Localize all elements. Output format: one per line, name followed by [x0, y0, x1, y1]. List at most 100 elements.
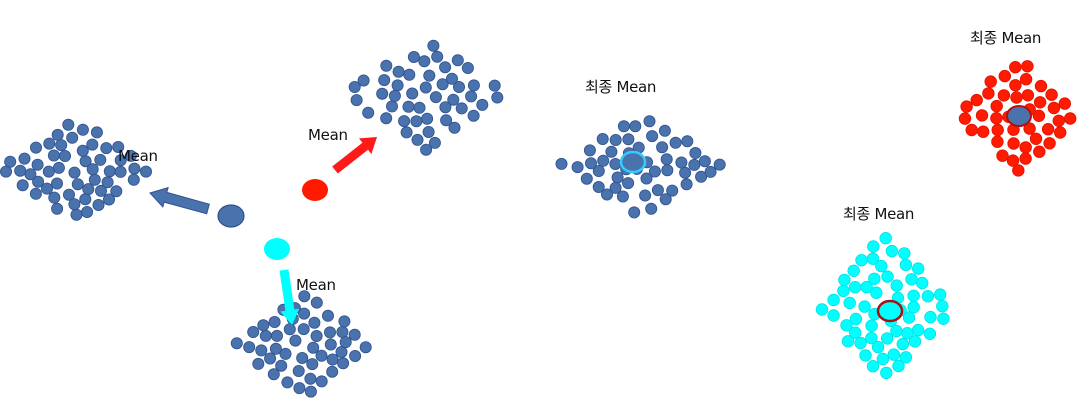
data-point [419, 81, 432, 94]
data-point [1029, 132, 1043, 146]
data-point [59, 149, 72, 162]
data-point [14, 164, 27, 177]
data-point [42, 165, 55, 178]
data-point [410, 115, 423, 128]
data-point [51, 202, 64, 215]
data-point [982, 87, 995, 100]
data-point [923, 327, 937, 341]
data-point [402, 100, 415, 113]
data-point [321, 309, 334, 322]
data-point [907, 300, 920, 314]
data-point [648, 165, 661, 178]
data-point [315, 349, 328, 362]
data-point [306, 358, 319, 371]
data-point [400, 126, 413, 139]
data-point [580, 172, 593, 185]
data-point [827, 309, 840, 322]
data-point [645, 202, 658, 215]
arrow-to-top-cluster [332, 137, 377, 174]
data-point [110, 185, 123, 198]
data-point [68, 198, 81, 211]
data-point [488, 79, 501, 92]
data-point [605, 145, 618, 158]
data-point [296, 351, 309, 364]
data-point [622, 133, 635, 146]
data-point [461, 62, 474, 75]
data-point [990, 111, 1003, 125]
data-point [879, 231, 892, 245]
mean-label-top: Mean [308, 126, 348, 144]
data-point [281, 376, 294, 389]
data-point [376, 87, 389, 100]
data-point [81, 205, 94, 218]
data-point [984, 75, 997, 88]
data-point [440, 114, 453, 127]
data-point [876, 352, 890, 366]
data-point [688, 158, 701, 171]
data-point [866, 360, 880, 373]
data-point [308, 316, 321, 329]
data-point [890, 279, 903, 292]
data-point [902, 311, 916, 324]
data-point [247, 325, 260, 338]
data-point [279, 347, 292, 360]
data-point [996, 149, 1009, 162]
cluster-top [348, 39, 504, 156]
data-point [283, 323, 296, 336]
data-point [380, 59, 393, 72]
data-point [76, 144, 89, 157]
data-point [658, 124, 671, 137]
data-point [592, 164, 605, 177]
data-point [583, 144, 596, 157]
data-point [86, 138, 99, 151]
data-point [47, 149, 60, 162]
data-point [622, 177, 635, 190]
data-point [865, 319, 878, 332]
data-point [998, 69, 1012, 83]
data-point [418, 55, 431, 68]
data-point [975, 109, 989, 122]
data-point [887, 348, 901, 361]
data-point [422, 126, 435, 139]
data-point [391, 79, 404, 92]
data-point [403, 68, 416, 81]
data-point [29, 141, 42, 154]
data-point [1023, 122, 1036, 135]
data-point [849, 312, 863, 326]
data-point [252, 357, 265, 370]
data-point [896, 337, 910, 351]
data-point [436, 78, 449, 91]
mean-markers [217, 105, 1032, 323]
data-point [467, 79, 480, 92]
data-point [880, 366, 893, 380]
data-point [892, 359, 905, 373]
data-point [127, 173, 140, 186]
data-point [467, 109, 480, 122]
data-point [1043, 137, 1056, 150]
final-mean-red [1006, 105, 1032, 127]
data-point [338, 315, 351, 328]
data-point [815, 303, 829, 316]
data-point [679, 166, 692, 179]
data-point [867, 240, 880, 253]
data-point [841, 335, 855, 348]
data-point [661, 164, 674, 177]
data-point [601, 188, 614, 201]
data-point [965, 123, 978, 137]
data-point [628, 206, 641, 219]
data-point [1012, 164, 1025, 177]
data-point [348, 328, 361, 341]
data-point [1063, 112, 1077, 125]
data-point [421, 112, 434, 125]
data-point [304, 372, 317, 385]
data-point [847, 264, 860, 278]
data-point [66, 131, 79, 144]
cluster-bottom [230, 290, 372, 398]
data-point [94, 153, 107, 166]
data-point [1045, 88, 1058, 101]
data-point [455, 102, 468, 115]
data-point [1032, 109, 1046, 123]
final-mean-blue [619, 150, 647, 174]
data-point [86, 163, 99, 176]
data-point [881, 270, 894, 283]
